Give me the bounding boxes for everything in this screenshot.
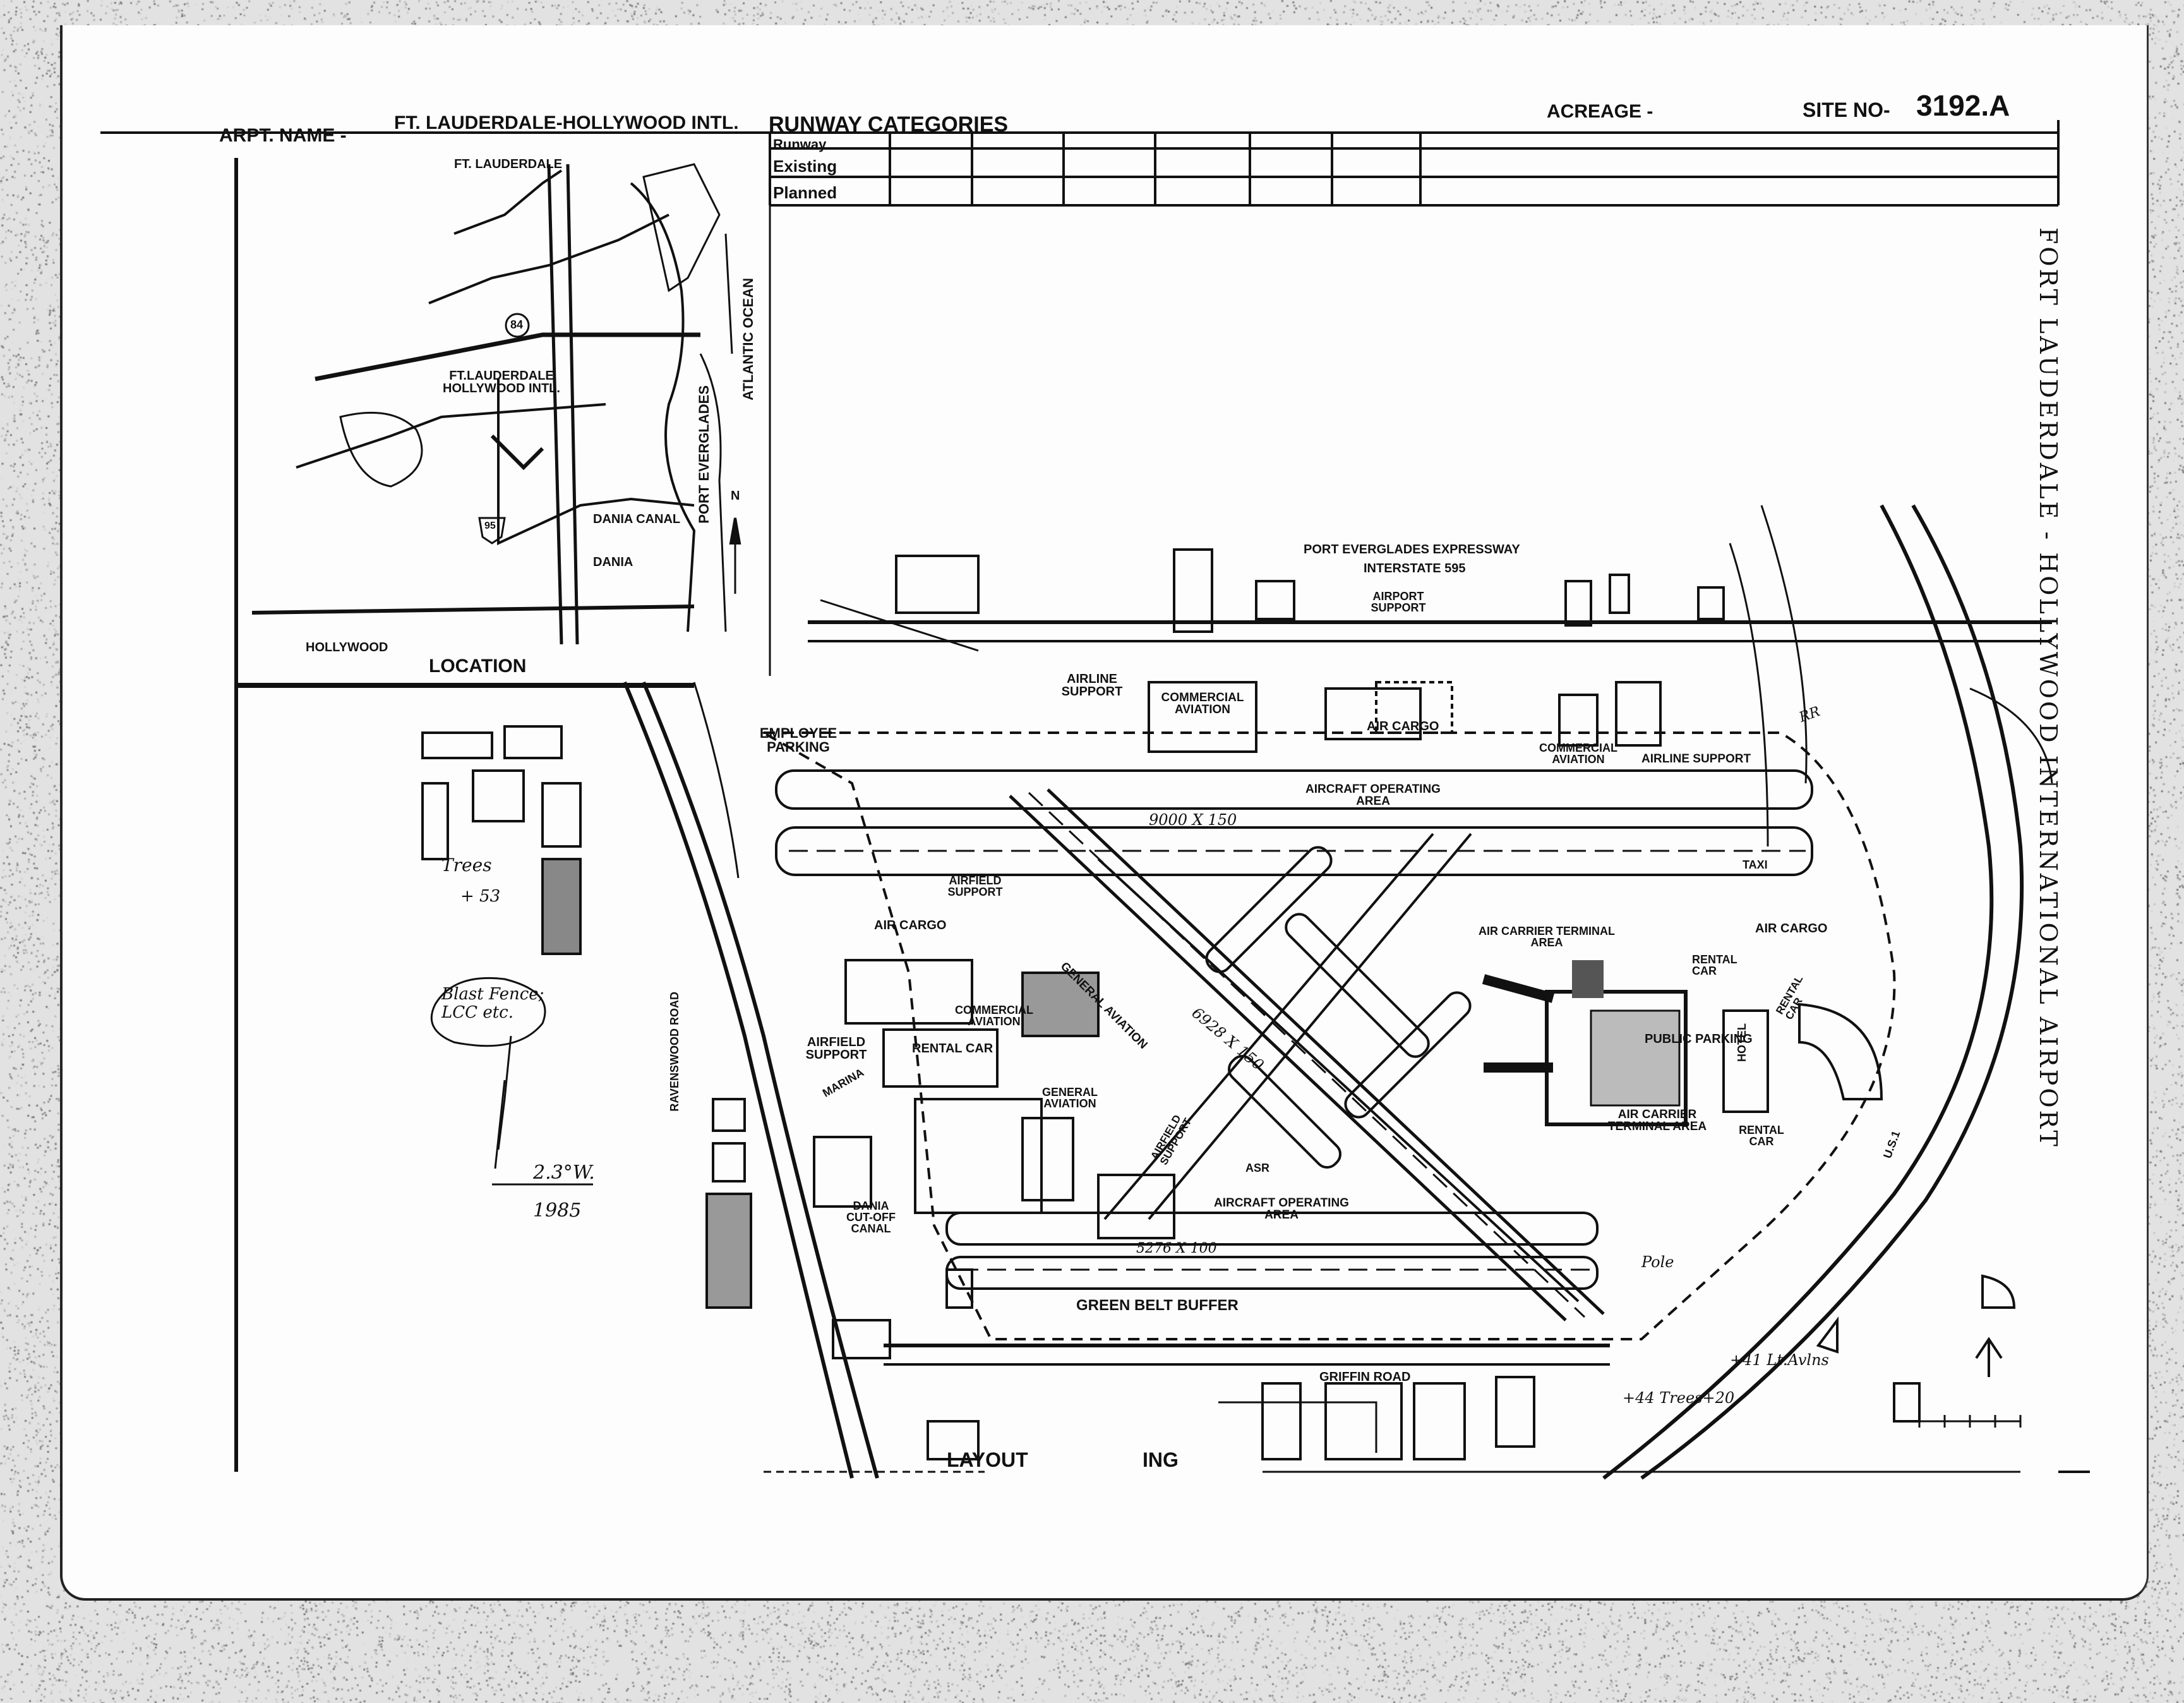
airport-name-label: ARPT. NAME - xyxy=(219,125,347,146)
lbl-rental-car-se: RENTAL CAR xyxy=(1739,1124,1784,1148)
lbl-runway-s: 5276 X 100 xyxy=(1136,1241,1217,1256)
airfield-boundary xyxy=(759,731,1896,1340)
lbl-asr: ASR xyxy=(1245,1162,1270,1174)
route-84-shield xyxy=(505,313,530,338)
loc-port-everglades: PORT EVERGLADES xyxy=(696,385,712,524)
lbl-expressway: PORT EVERGLADES EXPRESSWAY xyxy=(1304,543,1520,557)
i95-road xyxy=(547,164,563,645)
note-plus53: + 53 xyxy=(460,887,501,906)
lbl-air-cargo-e: AIR CARGO xyxy=(1755,922,1828,936)
drawing-sheet: ARPT. NAME - FT. LAUDERDALE-HOLLYWOOD IN… xyxy=(60,25,2149,1601)
note-blast-fence: Blast Fence; LCC etc. xyxy=(441,985,544,1022)
parallel-taxiway-north xyxy=(775,826,1813,876)
site-no-value: 3192.A xyxy=(1916,89,2010,122)
note-right-2: +44 Trees+20 xyxy=(1623,1389,1735,1407)
crosswind-taxiway xyxy=(1103,833,1434,1220)
lbl-airport-support: AIRPORT SUPPORT xyxy=(1371,590,1426,614)
terminal-building xyxy=(1545,990,1688,1126)
runway-13-31 xyxy=(1009,795,1567,1321)
lbl-runway-n: 9000 X 150 xyxy=(1149,811,1237,829)
lbl-airline-support-n: AIRLINE SUPPORT xyxy=(1061,672,1123,699)
north-arrow-head xyxy=(729,517,741,545)
loc-ft-lauderdale: FT. LAUDERDALE xyxy=(454,157,563,171)
note-magvar: 2.3°W. xyxy=(533,1162,595,1184)
lbl-commercial-aviation-w: COMMERCIAL AVIATION xyxy=(955,1004,1033,1028)
lbl-public-parking: PUBLIC PARKING xyxy=(1645,1032,1753,1046)
lbl-air-carrier-terminal-area-s: AIR CARRIER TERMINAL AREA xyxy=(1607,1108,1707,1133)
pier-north xyxy=(1482,974,1555,1003)
airport-name-value: FT. LAUDERDALE-HOLLYWOOD INTL. xyxy=(394,112,739,133)
lbl-airfield-support-w: AIRFIELD SUPPORT xyxy=(947,874,1003,898)
loc-route-95: 95 xyxy=(484,521,496,531)
row-label-runway: Runway xyxy=(773,136,827,152)
acreage-label: ACREAGE - xyxy=(1547,101,1653,122)
note-trees: Trees xyxy=(441,855,492,876)
runway-9-27 xyxy=(775,769,1813,810)
lbl-taxi: TAXI xyxy=(1743,858,1768,871)
loc-route-84: 84 xyxy=(510,318,524,331)
lbl-green-belt-buffer: GREEN BELT BUFFER xyxy=(1076,1297,1239,1314)
lbl-airline-support-ne: AIRLINE SUPPORT xyxy=(1641,752,1751,766)
route-95-shield xyxy=(478,517,506,545)
lbl-hotel: HOTEL xyxy=(1736,1023,1748,1062)
lbl-ravenswood-road: RAVENSWOOD ROAD xyxy=(668,992,681,1112)
us1-road xyxy=(1602,504,1994,1480)
note-year: 1985 xyxy=(533,1200,582,1222)
loc-atlantic-ocean: ATLANTIC OCEAN xyxy=(740,278,756,400)
loc-dania-canal: DANIA CANAL xyxy=(593,512,681,526)
airport-symbol xyxy=(490,434,544,471)
note-right-1: +41 Lt.Avlns xyxy=(1730,1351,1829,1369)
lbl-air-carrier-terminal-area: AIR CARRIER TERMINAL AREA xyxy=(1479,925,1615,949)
hollywood-road xyxy=(251,605,695,615)
route-84-road xyxy=(315,332,700,382)
public-parking-structure xyxy=(1590,1009,1681,1107)
row-label-existing: Existing xyxy=(773,157,837,176)
lbl-aircraft-operating-area-n: AIRCRAFT OPERATING AREA xyxy=(1305,783,1441,808)
loc-north-label: N xyxy=(731,489,740,503)
runway-south xyxy=(945,1212,1599,1246)
runway-categories-title: RUNWAY CATEGORIES xyxy=(769,112,1009,136)
lbl-griffin-road: GRIFFIN ROAD xyxy=(1319,1370,1411,1384)
lbl-airfield-support-sw: AIRFIELD SUPPORT xyxy=(805,1035,867,1062)
lbl-commercial-aviation-n: COMMERCIAL AVIATION xyxy=(1161,691,1244,716)
location-caption: LOCATION xyxy=(429,656,527,677)
lbl-rental-car-w: RENTAL CAR xyxy=(912,1042,993,1056)
lbl-interstate: INTERSTATE 595 xyxy=(1364,562,1466,575)
footer-ing: ING xyxy=(1143,1448,1179,1471)
lbl-rental-car-e2: RENTAL CAR xyxy=(1692,953,1737,977)
side-title: FORT LAUDERDALE - HOLLYWOOD INTERNATIONA… xyxy=(2034,227,2062,1149)
airport-layout-plan xyxy=(100,120,2090,1480)
loc-airport: FT.LAUDERDALE HOLLYWOOD INTL. xyxy=(443,369,560,395)
site-no-label: SITE NO- xyxy=(1803,99,1890,121)
lbl-air-cargo-w: AIR CARGO xyxy=(874,918,947,932)
loc-hollywood: HOLLYWOOD xyxy=(306,641,388,654)
lbl-general-aviation-s: GENERAL AVIATION xyxy=(1041,1086,1098,1110)
lbl-commercial-aviation-ne: COMMERCIAL AVIATION xyxy=(1539,742,1617,766)
lbl-air-cargo-n: AIR CARGO xyxy=(1367,719,1439,733)
lbl-aircraft-operating-area-s: AIRCRAFT OPERATING AREA xyxy=(1214,1196,1349,1222)
loc-dania: DANIA xyxy=(593,555,633,569)
row-label-planned: Planned xyxy=(773,183,837,202)
railroad-line xyxy=(623,681,854,1479)
note-pole: Pole xyxy=(1641,1253,1674,1271)
footer-layout: LAYOUT xyxy=(947,1448,1028,1471)
lbl-employee-parking: EMPLOYEE PARKING xyxy=(759,725,837,755)
lbl-dania-cutoff-canal: DANIA CUT-OFF CANAL xyxy=(846,1200,896,1235)
parallel-taxiway-south xyxy=(945,1256,1599,1290)
